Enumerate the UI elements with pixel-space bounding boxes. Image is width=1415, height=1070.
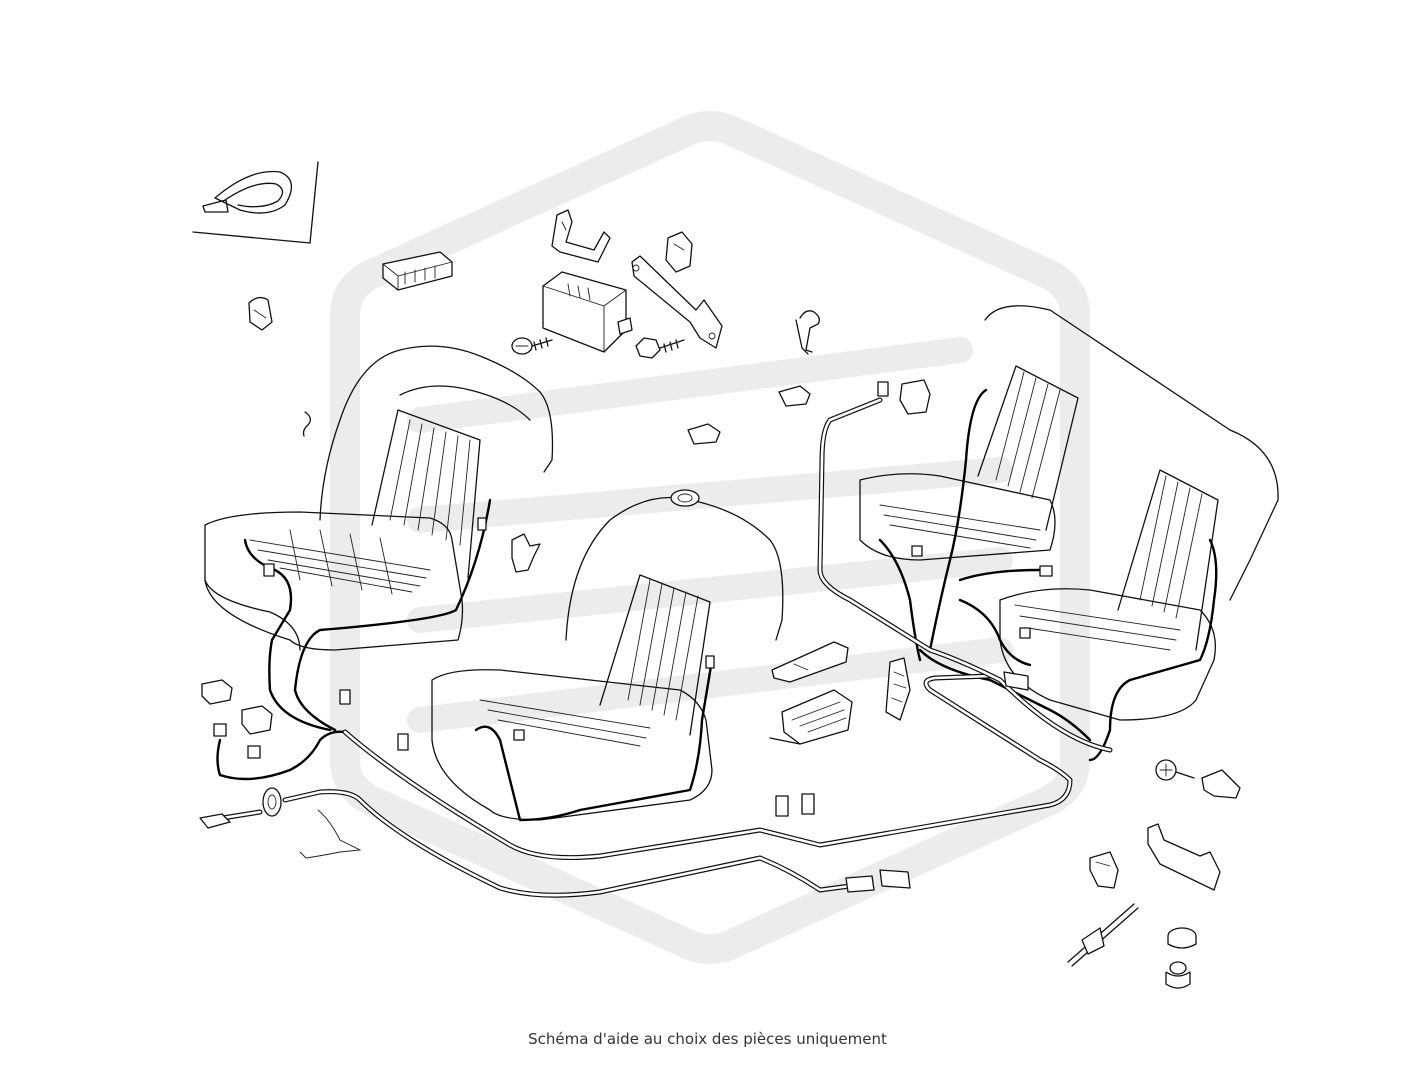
seat-front-center [431,489,784,821]
terminal-block-part [885,657,911,721]
relay-box-part [382,251,453,291]
harness-connectors [263,381,1053,893]
rubber-plug-part [1165,927,1197,989]
fuse-holder-part [769,689,853,745]
bracket-small-part [1201,769,1241,799]
cable-tie-part [192,161,319,244]
grommet-part [199,787,362,859]
bracket-clip-part [899,379,931,415]
hex-bolt-part [635,337,685,359]
switch-part [771,641,849,683]
relay-bracket-part [1089,851,1119,889]
main-conduit [207,397,1113,898]
seat-front-left [204,345,554,651]
wire-clip-part [511,533,541,573]
bracket-part [551,209,611,263]
seat-rear-bench [859,305,1279,721]
screw-part [511,337,553,355]
connector-part [778,385,811,407]
watermark-logo [330,111,1090,964]
mounting-bracket-part [631,255,723,349]
mounting-rail-part [1147,823,1221,891]
diagram-caption: Schéma d'aide au choix des pièces unique… [528,1030,887,1048]
hook-part [302,411,312,437]
plug-part [201,679,273,759]
clip-connector-part [665,231,693,273]
heating-harness [216,388,1218,822]
rod-part [1067,903,1139,967]
screw-washer-part [1155,759,1195,781]
connector-part [687,423,721,445]
clip-part [248,296,273,331]
handle-part [795,310,820,355]
control-unit-part [542,271,633,353]
